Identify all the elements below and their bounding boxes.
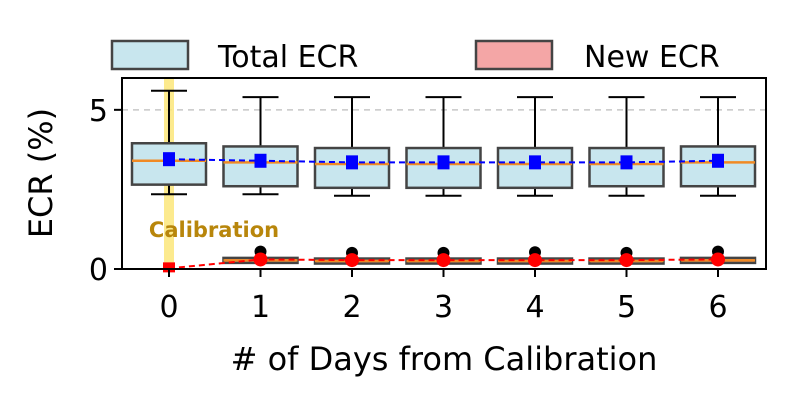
- total-mean-marker: [529, 155, 541, 170]
- y-tick-label: 0: [89, 253, 108, 288]
- new-mean-marker: [253, 252, 268, 267]
- x-ticks: 0 1 2 3 4 5 6: [159, 269, 728, 325]
- total-box-1: [222, 96, 299, 196]
- new-mean-marker: [619, 253, 634, 268]
- total-mean-marker: [163, 152, 175, 167]
- x-axis-label: # of Days from Calibration: [231, 340, 658, 378]
- legend: Total ECR New ECR: [110, 39, 720, 75]
- total-mean-marker: [437, 155, 450, 170]
- total-box-3: [405, 96, 482, 197]
- y-ticks: 05: [89, 94, 122, 288]
- total-mean-marker: [346, 155, 358, 170]
- y-axis-label: ECR (%): [22, 108, 60, 238]
- box-iqr: [679, 145, 757, 188]
- total-box-4: [496, 96, 574, 197]
- total-mean-marker: [254, 153, 267, 168]
- y-tick-label: 5: [89, 94, 108, 129]
- x-tick-label: 5: [617, 290, 636, 325]
- x-tick-label: 1: [251, 290, 270, 325]
- legend-swatch-total: [110, 39, 190, 71]
- calibration-annotation: Calibration: [149, 218, 279, 242]
- x-tick-label: 6: [708, 290, 727, 325]
- new-mean-marker: [711, 252, 725, 267]
- x-tick-label: 3: [434, 290, 453, 325]
- total-mean-marker: [620, 155, 633, 170]
- box-iqr: [405, 146, 482, 190]
- total-mean-marker: [712, 153, 724, 168]
- x-tick-label: 0: [159, 290, 178, 325]
- legend-label-total: Total ECR: [217, 40, 358, 75]
- total-box-5: [588, 96, 665, 197]
- new-mean-marker: [436, 253, 451, 268]
- plot-area: Calibration: [122, 78, 766, 273]
- total-box-6: [679, 96, 757, 197]
- x-tick-label: 2: [342, 290, 361, 325]
- new-mean-marker: [528, 253, 542, 268]
- legend-label-new: New ECR: [584, 40, 720, 75]
- new-mean-marker: [345, 253, 359, 268]
- legend-swatch-new: [474, 39, 554, 71]
- total-box-2: [313, 96, 391, 197]
- new-mean-marker: [163, 262, 175, 273]
- x-tick-label: 4: [525, 290, 544, 325]
- total-box-0: [130, 89, 208, 196]
